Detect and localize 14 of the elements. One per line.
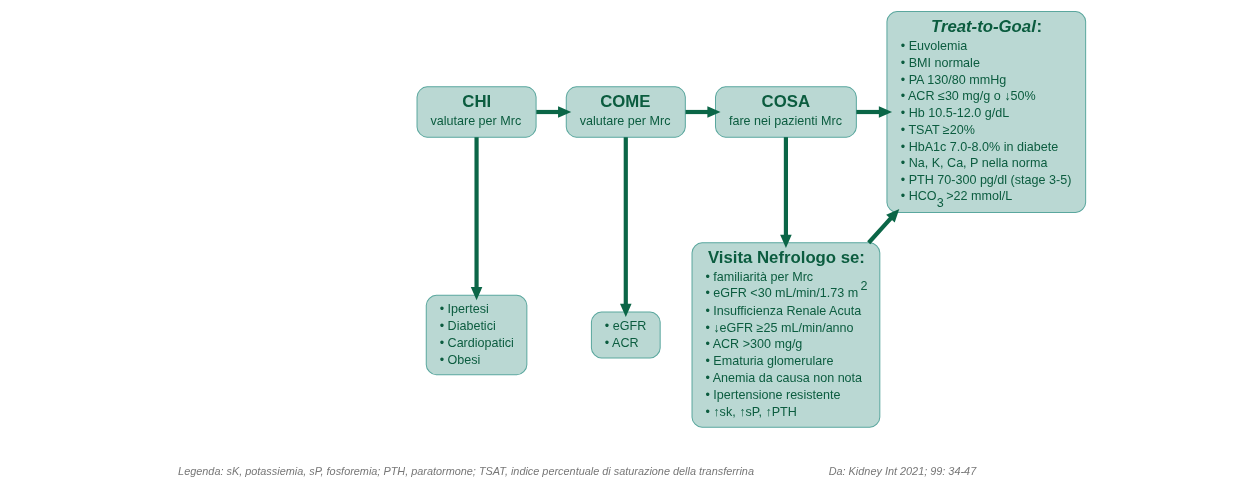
node-box: CHI valutare per Mrc — [416, 86, 537, 138]
arrow — [620, 137, 632, 318]
label: Legenda: sK, potassiemia, sP, fosforemia; PTH, paratormone; TSAT, indice percentuale di saturazione della transferrina — [178, 464, 754, 477]
arrow — [536, 106, 572, 118]
node-box: • eGFR • ACR — [590, 311, 661, 359]
arrow — [856, 106, 893, 118]
node-box: • Ipertesi • Diabetici • Cardiopatici • Obesi — [425, 294, 528, 376]
label: Da: Kidney Int 2021; 99: 34-47 — [828, 464, 977, 477]
arrow — [867, 208, 900, 245]
arrow — [470, 137, 483, 301]
arrow — [780, 137, 792, 248]
node-box: COSA fare nei pazienti Mrc — [715, 86, 857, 138]
node-box: COME valutare per Mrc — [565, 86, 686, 138]
arrow — [685, 106, 721, 118]
